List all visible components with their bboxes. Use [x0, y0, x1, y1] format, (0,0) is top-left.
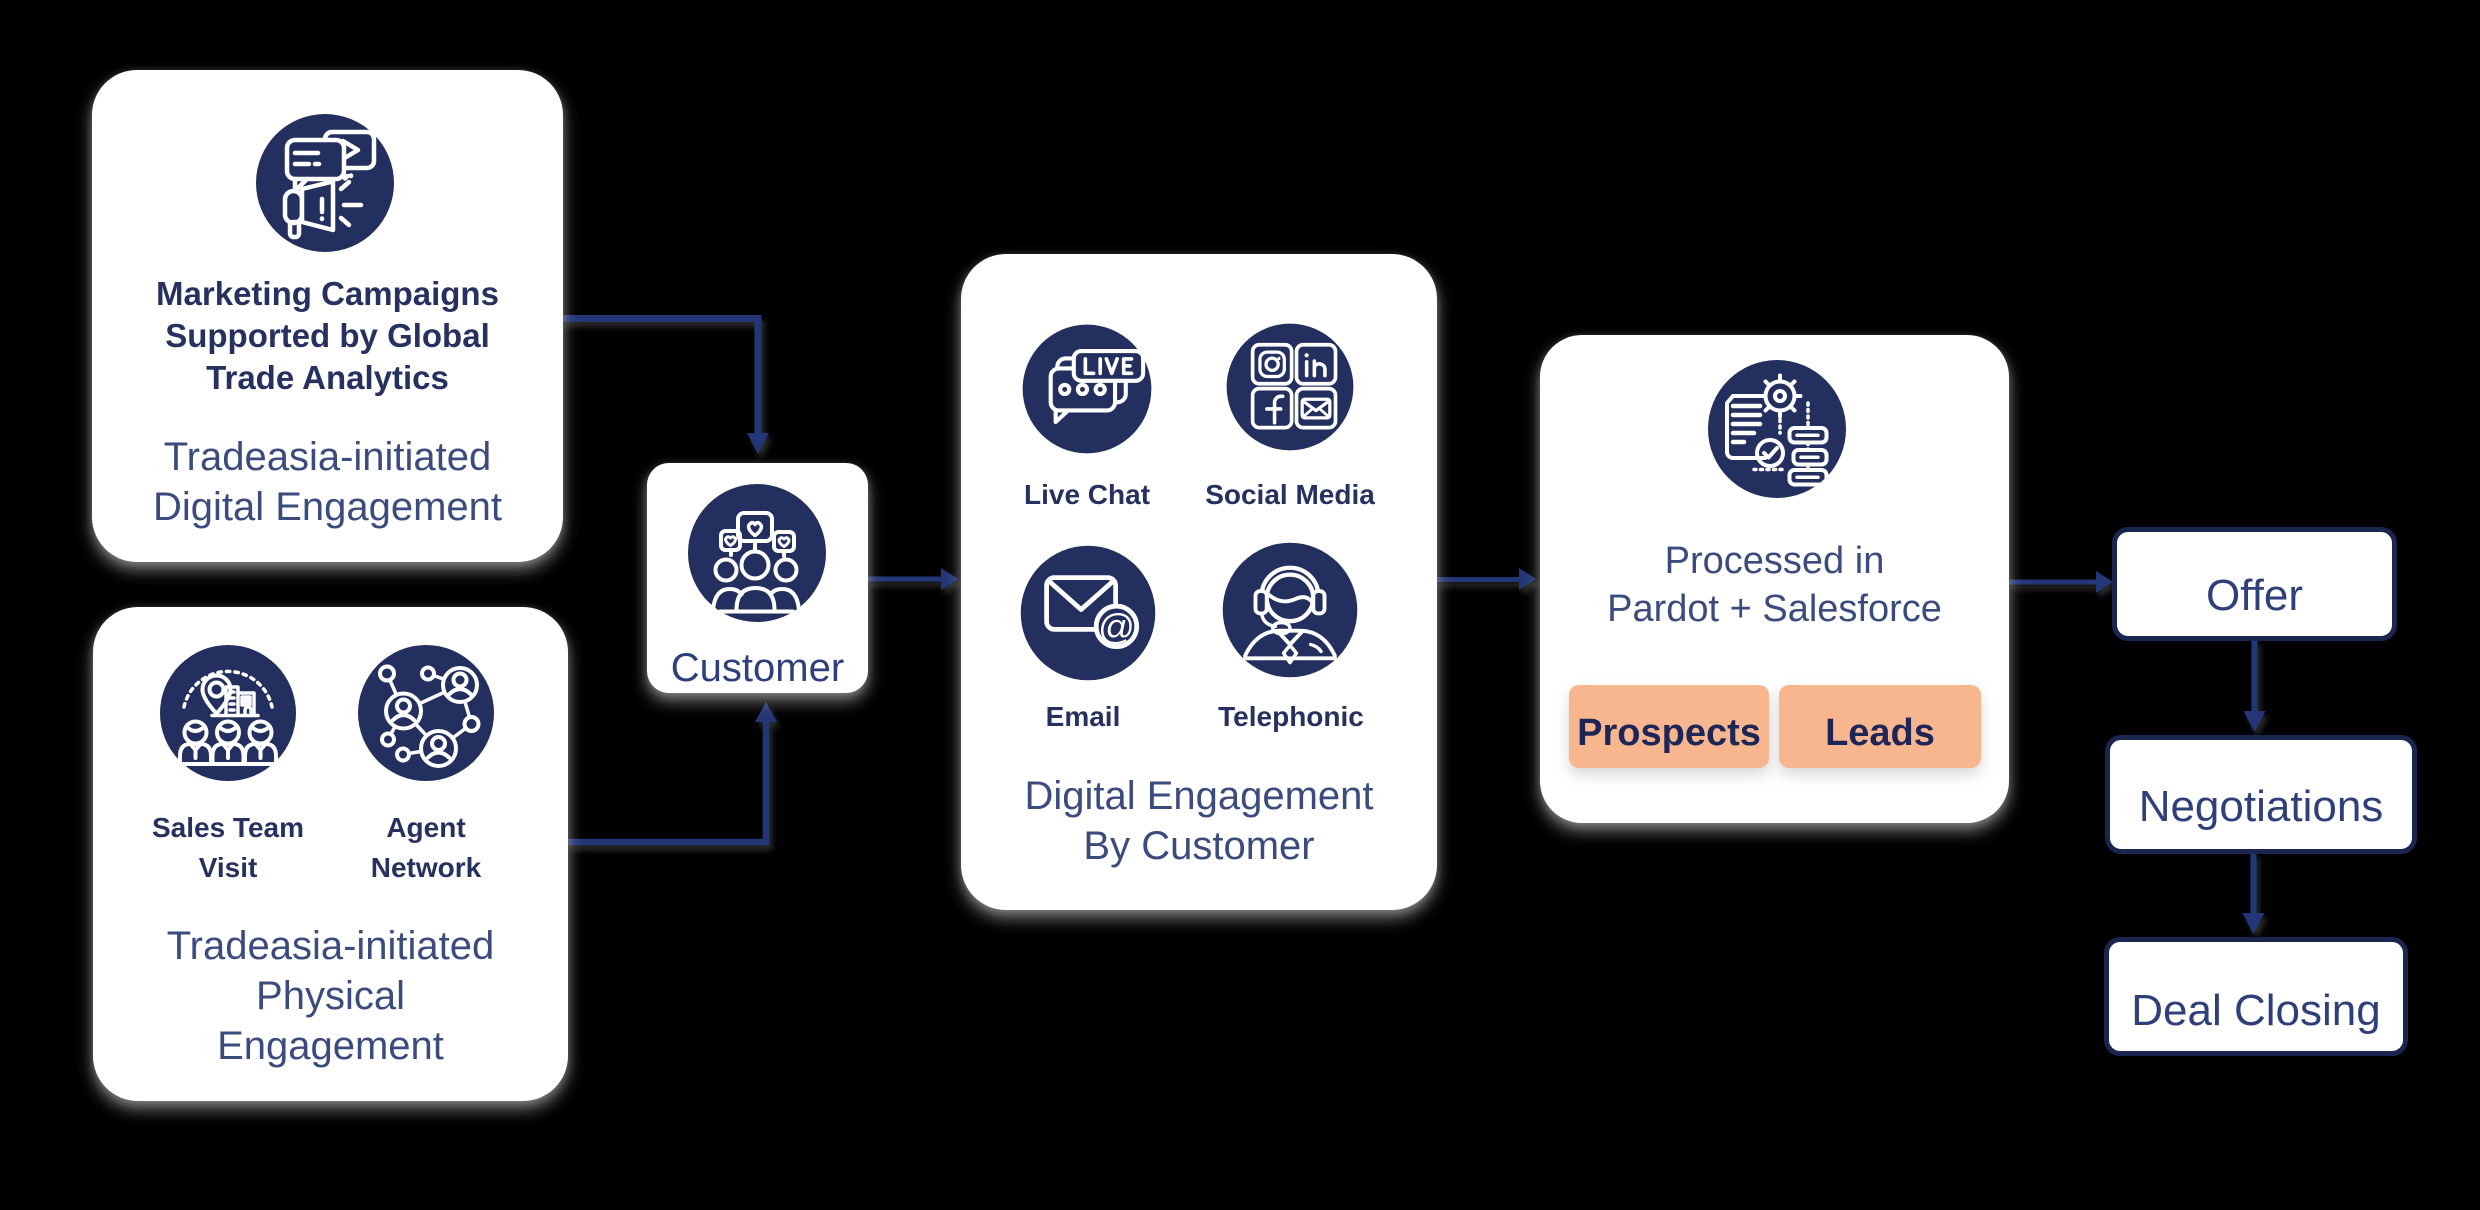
svg-text:@: @ — [1098, 606, 1135, 647]
